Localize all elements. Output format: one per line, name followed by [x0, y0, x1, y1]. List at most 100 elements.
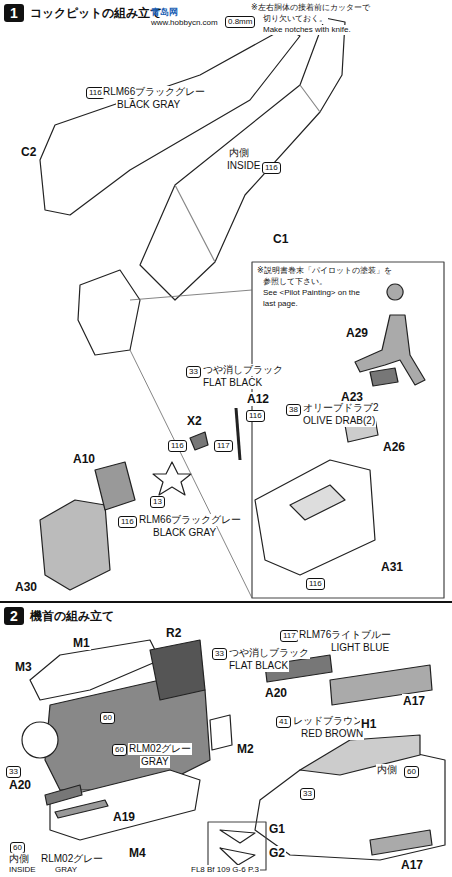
small-note: www.hobbycn.com [150, 18, 219, 28]
cowl-M2 [210, 715, 232, 750]
note-text: RLM02グレー [128, 743, 192, 755]
part-number: A10 [72, 452, 96, 466]
small-note: last page. [262, 299, 299, 309]
part-number: A30 [14, 580, 38, 594]
panel-H1 [300, 735, 420, 775]
note-text: FLAT BLACK [228, 660, 289, 672]
star-part [153, 462, 191, 495]
paint-code: 33 [6, 766, 21, 778]
paint-code: 33 [186, 366, 201, 378]
small-note: ※説明書巻末「パイロットの塗装」を [256, 266, 393, 276]
panel-A10 [95, 462, 135, 510]
small-note: 参照して下さい。 [262, 277, 328, 287]
engine-block [45, 680, 210, 790]
part-number: A20 [8, 778, 32, 792]
part-A19 [55, 800, 108, 818]
note-text: RED BROWN [300, 728, 364, 740]
small-note: See <Pilot Painting> on the [262, 288, 361, 298]
stick-A12 [236, 408, 240, 460]
note-text: BLACK GRAY [152, 527, 217, 539]
part-number: A20 [264, 686, 288, 700]
spinner-hub [22, 722, 58, 758]
step-header: 1コックピットの組み立て [4, 4, 164, 22]
note-text: RLM66ブラックグレー [102, 86, 206, 98]
note-text: LIGHT BLUE [330, 642, 390, 654]
note-text: RLM76ライトブルー [298, 629, 392, 641]
step-number: 1 [4, 4, 24, 22]
fuselage-right-half [140, 18, 345, 300]
note-text: 内側 [376, 764, 398, 776]
paint-code: 33 [300, 788, 315, 800]
part-number: G1 [268, 822, 286, 836]
paint-code: 116 [168, 440, 187, 452]
part-number: A31 [380, 560, 404, 574]
inset-frame [252, 262, 444, 598]
step-header: 2機首の組み立て [4, 607, 116, 625]
note-text: オリーブドラブ2 [302, 402, 380, 414]
exhaust-A17-installed [370, 830, 432, 855]
small-note: FL8 Bf 109 G-6 P.3 [190, 865, 260, 875]
part-number: A19 [112, 810, 136, 824]
paint-code: 116 [306, 578, 325, 590]
paint-code: 116 [262, 162, 281, 174]
paint-code: 116 [246, 410, 265, 422]
note-text: OLIVE DRAB(2) [302, 415, 376, 427]
part-number: A17 [402, 694, 426, 708]
note-text: BLACK GRAY [116, 99, 181, 111]
part-number: M3 [14, 660, 33, 674]
note-text: 内側 [228, 147, 250, 159]
watermark: 青岛网 [150, 6, 179, 18]
small-note: INSIDE [8, 865, 37, 875]
part-number: X2 [186, 414, 203, 428]
part-number: C1 [272, 232, 289, 246]
paint-code: 116 [118, 516, 137, 528]
note-text: 内側 [8, 853, 30, 865]
x2-part [190, 432, 208, 450]
note-text: つや消しブラック [202, 364, 284, 376]
paint-code: 41 [276, 716, 291, 728]
part-G1 [220, 830, 255, 843]
note-text: FLAT BLACK [202, 377, 263, 389]
paint-code: 38 [286, 404, 301, 416]
small-note: Make notches with knife. [262, 25, 352, 35]
paint-code: 60 [404, 766, 419, 778]
small-note: GRAY [54, 865, 78, 875]
paint-code: 60 [112, 744, 127, 756]
part-number: H1 [360, 717, 377, 731]
step-title: 機首の組み立て [28, 608, 116, 625]
part-number: M4 [128, 846, 147, 860]
gun-R2 [150, 640, 205, 700]
small-note: ※左右胴体の接着前にカッターで [250, 3, 371, 13]
step-title: コックピットの組み立て [28, 5, 164, 22]
part-A23 [370, 368, 398, 386]
small-note: 切り欠いておく。 [262, 14, 328, 24]
paint-code: 117 [214, 440, 233, 452]
inset-G [208, 822, 266, 870]
part-number: M2 [236, 742, 255, 756]
note-text: レッドブラウン [292, 715, 364, 727]
part-G2 [220, 848, 255, 865]
part-number: A17 [400, 858, 424, 872]
note-text: RLM66ブラックグレー [138, 514, 242, 526]
paint-code: 13 [150, 496, 165, 508]
bulkhead-A30 [40, 500, 110, 590]
part-number: R2 [165, 626, 182, 640]
part-number: M1 [72, 636, 91, 650]
paint-code: 60 [100, 712, 115, 724]
note-text: INSIDE [226, 160, 261, 172]
cowl-M4 [50, 770, 200, 840]
note-text: RLM02グレー [40, 853, 104, 865]
seat-A31 [255, 460, 375, 575]
part-number: A29 [345, 326, 369, 340]
part-number: C2 [20, 145, 37, 159]
note-text: GRAY [140, 756, 170, 768]
part-number: G2 [268, 846, 286, 860]
step-number: 2 [4, 607, 24, 625]
paint-code: 117 [280, 630, 299, 642]
part-number: A26 [382, 440, 406, 454]
note-text: つや消しブラック [228, 647, 310, 659]
exhaust-A20-left [45, 785, 82, 805]
part-number: A12 [246, 392, 270, 406]
paint-code: 0.8mm [225, 16, 255, 28]
